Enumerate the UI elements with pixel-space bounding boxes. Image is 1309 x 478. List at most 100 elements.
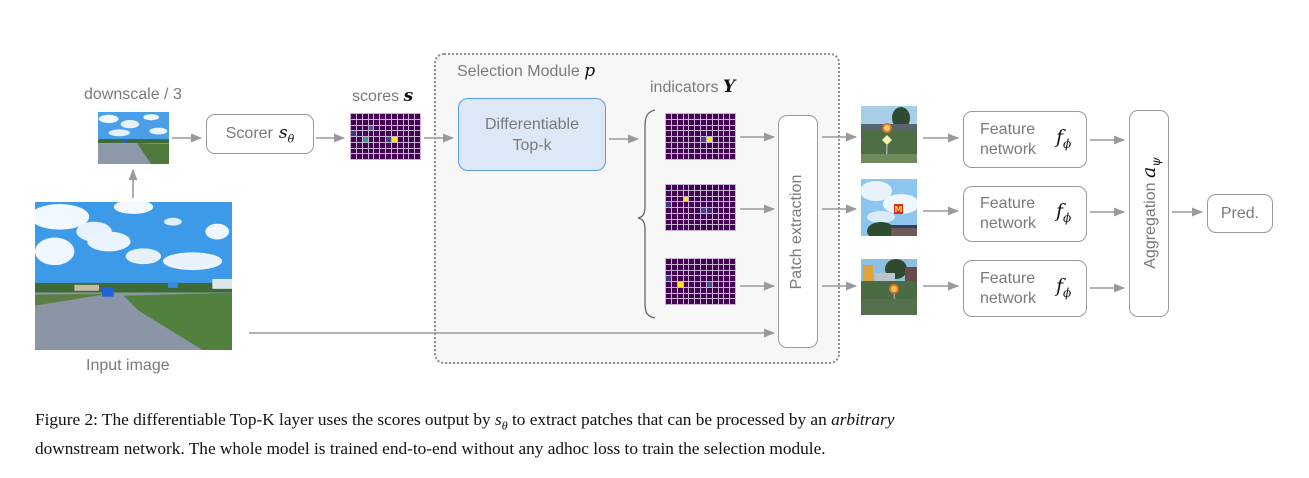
indicator-1-cell [718,137,724,142]
input-image-label: Input image [86,357,170,374]
caption-line-2: downstream network. The whole model is t… [35,439,826,459]
indicator-1-cell [706,119,712,125]
indicator-2-cell [706,196,712,202]
indicator-1-cell [666,114,671,119]
indicator-1-cell [706,142,712,148]
indicator-3-cell [712,293,718,299]
scores-cell [374,142,380,148]
caption-middle: to extract patches that can be processed… [507,410,832,429]
scores-cell [351,154,356,159]
indicator-3-cell [730,282,735,287]
indicator-1-cell [701,154,706,159]
scores-cell [380,125,385,131]
indicator-2-cell [706,190,712,196]
indicator-2-cell [718,219,724,225]
indicator-3-cell [666,270,671,276]
indicator-1-cell [706,154,712,159]
indicator-1-cell [730,154,735,159]
scores-cell [356,125,362,131]
indicator-1-cell [683,148,689,154]
indicator-2-cell [677,196,683,202]
indicator-3-cell [695,264,700,270]
scores-cell [391,119,397,125]
indicator-1-cell [718,148,724,154]
scores-cell [368,137,374,142]
indicator-2-cell [671,225,677,230]
indicator-1-cell [695,119,700,125]
indicator-2-cell-highlight [683,196,689,202]
scores-cell [380,154,385,159]
indicator-1-cell [671,131,677,136]
indicator-3-cell [695,299,700,304]
indicator-3-cell [718,299,724,304]
indicator-2-cell [706,225,712,230]
scores-cell [356,137,362,142]
indicator-2-cell [730,225,735,230]
indicator-1-cell [677,125,683,131]
indicator-3-cell [712,287,718,293]
indicator-3-cell [683,282,689,287]
indicator-1-cell [695,142,700,148]
caption-emphasis: arbitrary [831,410,895,429]
indicator-2-cell [730,208,735,213]
indicator-1-cell [683,131,689,136]
prediction-label: Pred. [1220,204,1260,222]
caption-line-1: Figure 2: The differentiable Top-K layer… [35,408,1285,437]
scores-cell [409,137,415,142]
indicator-3-cell [683,264,689,270]
indicator-3-cell [712,270,718,276]
indicator-2-cell [724,202,730,207]
indicator-1-cell [706,148,712,154]
indicator-3-cell [712,259,718,264]
indicator-3-cell [724,293,730,299]
indicator-3-cell [730,293,735,299]
indicator-3-cell [730,259,735,264]
indicator-2-cell [683,219,689,225]
indicator-2-cell [677,219,683,225]
aggregation-box [1129,110,1169,317]
scores-cell [380,142,385,148]
scores-cell [397,142,403,148]
indicator-1-cell [724,142,730,148]
indicator-2-cell [689,213,695,219]
indicator-1-cell [724,131,730,136]
scores-cell [380,137,385,142]
indicator-1-cell [695,137,700,142]
indicator-3-cell [666,293,671,299]
feature-network-2-line2: network [980,215,1037,232]
indicator-1-cell [730,148,735,154]
indicator-1-cell [689,125,695,131]
indicator-3-cell [701,299,706,304]
indicator-2-cell-highlight [706,208,712,213]
indicator-3-cell [689,282,695,287]
indicator-2-cell [677,202,683,207]
indicator-1-cell [689,114,695,119]
scores-cell [380,131,385,136]
scores-cell [362,125,368,131]
indicator-2-cell [666,208,671,213]
indicator-1-cell [677,148,683,154]
scores-label: scores s [352,86,413,106]
indicator-2-cell [666,185,671,190]
indicator-3-cell [701,270,706,276]
indicator-1-cell [683,119,689,125]
indicator-3-cell [671,270,677,276]
indicator-2-cell [666,219,671,225]
scores-cell [374,154,380,159]
scores-cell [374,148,380,154]
scores-cell [403,137,409,142]
indicator-1-cell [706,114,712,119]
feature-network-3: Feature network fϕ [963,260,1087,317]
indicator-1-cell [724,119,730,125]
indicator-3-cell [695,293,700,299]
indicator-1-cell [724,154,730,159]
indicator-3-cell [666,287,671,293]
indicator-1-cell [701,148,706,154]
indicator-1-cell [701,119,706,125]
indicator-2-cell [695,208,700,213]
indicator-3-cell [677,293,683,299]
scorer-symbol-base: s [278,122,288,143]
indicator-3-cell [701,276,706,281]
scores-cell [356,119,362,125]
